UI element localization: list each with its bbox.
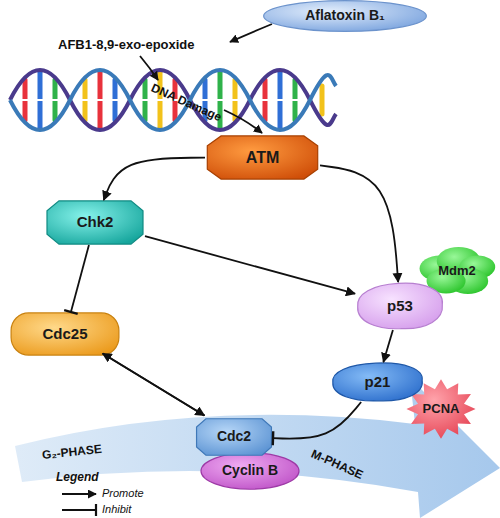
node-label: p53 xyxy=(387,298,413,315)
node-label: Mdm2 xyxy=(438,264,476,278)
dna-helix xyxy=(10,70,336,130)
promote-connector xyxy=(320,165,398,282)
node-label: Chk2 xyxy=(77,214,114,231)
node-label: Cdc2 xyxy=(217,429,251,444)
promote-connector xyxy=(103,353,205,415)
node-label: Cdc25 xyxy=(42,326,87,343)
process-arrow xyxy=(224,110,262,133)
legend-arrow-sample xyxy=(62,493,96,495)
toxin-ellipse: Aflatoxin B₁ xyxy=(262,0,428,32)
kinase-octagon: Cdc2 xyxy=(195,418,273,456)
cyclin-ellipse: Cyclin B xyxy=(200,452,300,490)
phosphatase-box: Cdc25 xyxy=(10,312,120,356)
node-label: p21 xyxy=(365,374,391,391)
promote-connector xyxy=(383,330,392,362)
metabolite-label: AFB1-8,9-exo-epoxide xyxy=(58,37,195,52)
protein-blob: p21 xyxy=(330,362,425,402)
promote-connector xyxy=(104,158,205,200)
promote-connector xyxy=(145,236,355,293)
node-label: Aflatoxin B₁ xyxy=(305,8,385,23)
legend-inhibit-bar xyxy=(95,504,97,516)
cell-cycle-band xyxy=(15,378,500,518)
legend-label: Promote xyxy=(102,487,144,499)
legend-inhibit-sample xyxy=(62,509,96,511)
legend-label: Inhibit xyxy=(102,503,131,515)
inhibit-connector xyxy=(71,245,89,312)
node-label: Cyclin B xyxy=(222,463,278,478)
process-arrow xyxy=(230,24,272,42)
protein-blob: p53 xyxy=(355,282,445,330)
kinase-octagon: Chk2 xyxy=(45,200,145,245)
legend-entry: Inhibit xyxy=(102,503,131,515)
node-label: PCNA xyxy=(423,402,460,416)
promote-connector xyxy=(103,353,205,415)
kinase-octagon: ATM xyxy=(205,135,320,180)
legend-title: Legend xyxy=(56,470,99,484)
inhibit-connector xyxy=(273,402,361,439)
node-label: ATM xyxy=(246,149,279,167)
legend-entry: Promote xyxy=(102,487,144,499)
process-arrow xyxy=(140,56,158,80)
